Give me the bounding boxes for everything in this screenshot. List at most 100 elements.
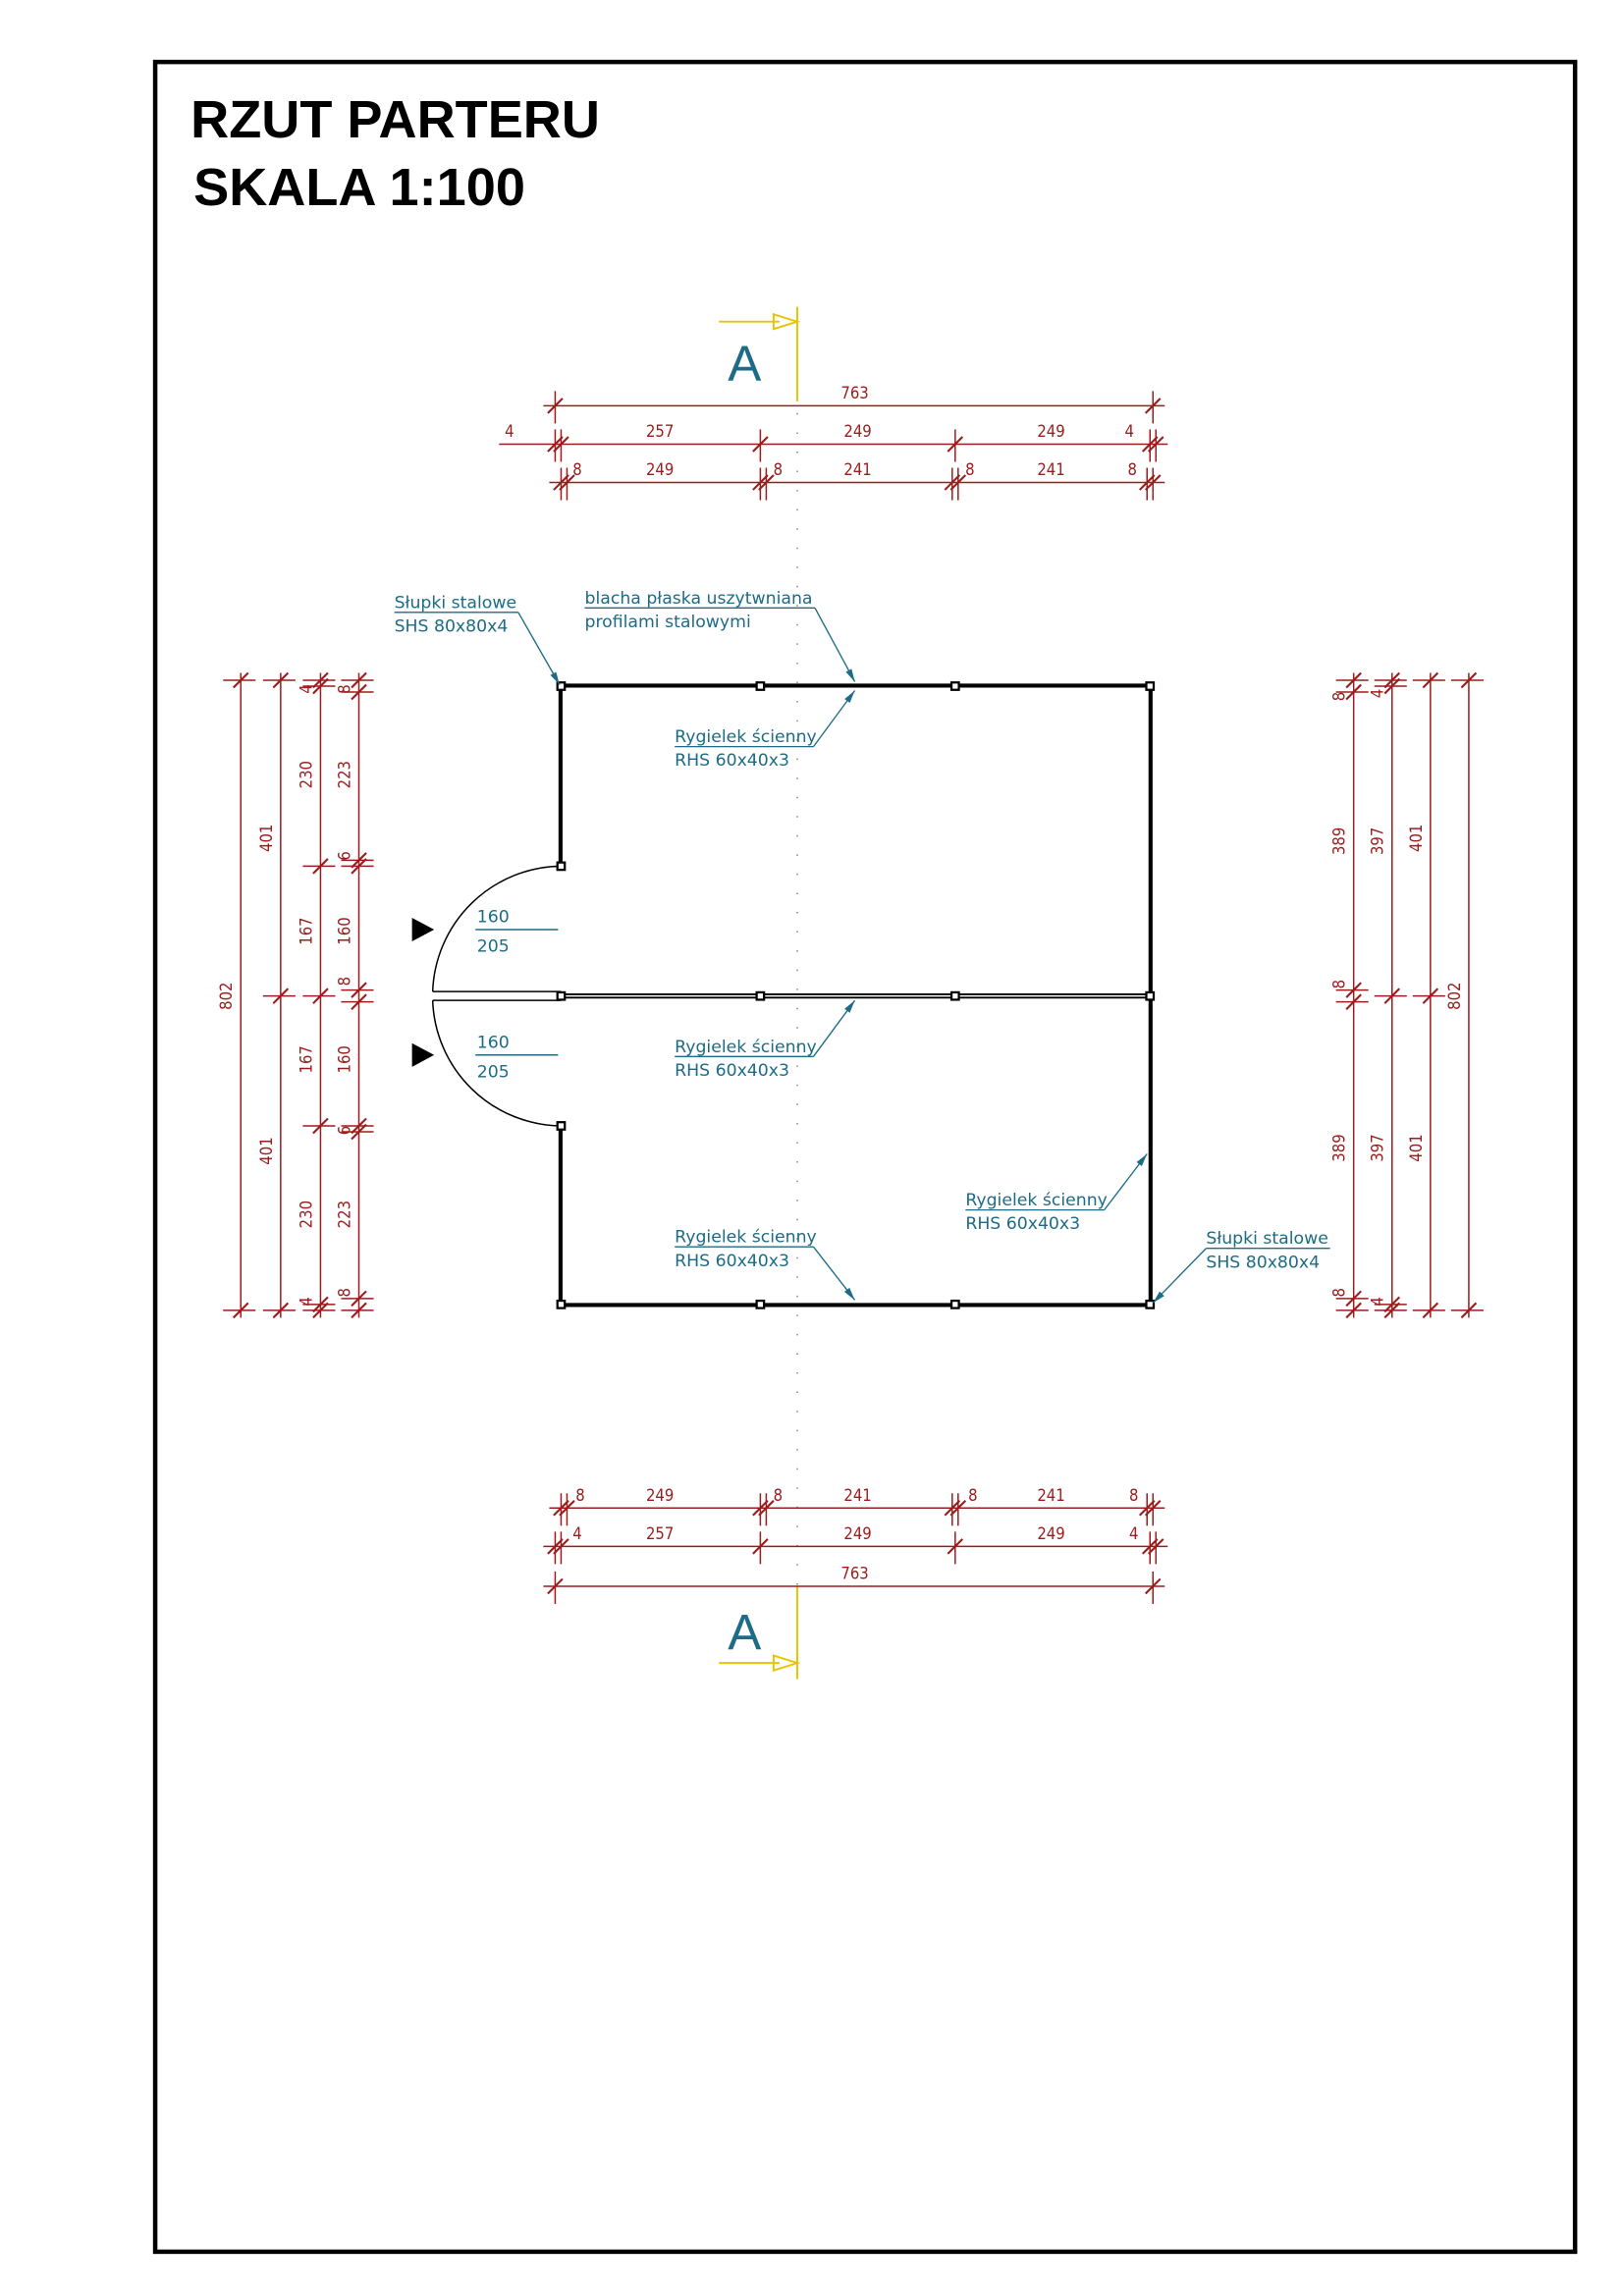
dimension-label: 4	[297, 684, 315, 693]
dimension-label: 6	[335, 1126, 353, 1135]
annotation-line2: profilami stalowymi	[585, 613, 751, 632]
annotation-line1: blacha płaska uszytwniana	[585, 589, 813, 609]
leader-arrow-icon	[843, 1287, 855, 1301]
drawing-scale: SKALA 1:100	[193, 158, 525, 217]
dimension-label: 802	[1445, 982, 1464, 1009]
annotation-line2: RHS 60x40x3	[675, 1061, 789, 1081]
annotation-line1: Rygielek ścienny	[675, 1228, 817, 1248]
dimension-label: 8	[575, 1486, 584, 1505]
annotation-line1: Słupki stalowe	[395, 593, 517, 613]
annotation-line1: Słupki stalowe	[1206, 1229, 1328, 1249]
drawing-title: RZUT PARTERU	[190, 90, 600, 149]
steel-post	[949, 990, 960, 1001]
leader-arrow-icon	[844, 690, 855, 704]
dimension-label: 223	[335, 1201, 353, 1228]
dimension-label: 160	[335, 917, 353, 944]
leader-arrow-icon	[1136, 1153, 1148, 1166]
dimension-label: 223	[335, 761, 353, 788]
door-tag: 160 205	[475, 1033, 559, 1082]
steel-post	[755, 1299, 766, 1309]
dimension-label: 249	[646, 1486, 674, 1505]
dimension-label: 389	[1330, 828, 1349, 855]
steel-posts	[556, 681, 1156, 1309]
leader-arrow-icon	[1153, 1291, 1164, 1304]
dimension-label: 249	[646, 460, 674, 479]
annotation-line1: Rygielek ścienny	[675, 727, 817, 747]
dimension-label: 160	[335, 1045, 353, 1073]
section-mark-top	[719, 306, 801, 401]
dimension-label: 8	[965, 460, 974, 479]
svg-text:205: 205	[477, 937, 510, 957]
dimension-label: 230	[297, 1201, 315, 1228]
dimension-label: 8	[1330, 980, 1349, 988]
svg-text:160: 160	[477, 908, 510, 928]
steel-post	[1145, 681, 1156, 691]
dimension-label: 8	[774, 460, 783, 479]
dimension-label: 8	[335, 977, 353, 986]
dimension-label: 8	[1330, 1288, 1349, 1297]
dimension-label: 763	[840, 384, 868, 402]
annotation-line2: SHS 80x80x4	[395, 616, 509, 636]
steel-post	[949, 1299, 960, 1309]
dimension-label: 249	[843, 422, 871, 441]
annotation-line2: RHS 60x40x3	[965, 1214, 1080, 1234]
steel-post	[556, 1121, 567, 1131]
dimension-label: 249	[1037, 1524, 1064, 1543]
dimension-label: 4	[572, 1524, 581, 1543]
section-mark-bottom	[719, 1585, 801, 1680]
dimension-label: 401	[257, 825, 276, 852]
dimension-label: 763	[840, 1564, 868, 1582]
dimension-label: 4	[1369, 689, 1387, 698]
dimension-label: 257	[646, 422, 674, 441]
dimension-label: 4	[505, 422, 514, 441]
steel-post	[1145, 990, 1156, 1001]
leader-arrow-icon	[845, 668, 855, 682]
dimension-label: 401	[1407, 825, 1426, 852]
leader-arrow-icon	[550, 671, 560, 685]
dimension-label: 8	[335, 1288, 353, 1297]
dimension-label: 241	[1037, 460, 1064, 479]
dimension-label: 4	[297, 1297, 315, 1306]
svg-text:160: 160	[477, 1033, 510, 1052]
dimension-label: 4	[1129, 1524, 1138, 1543]
annotation-line2: RHS 60x40x3	[675, 1252, 789, 1271]
dimension-label: 6	[335, 851, 353, 860]
entrance-arrow-icon	[411, 917, 435, 942]
door-swing-arc	[431, 865, 562, 992]
door-swing-arc	[431, 1000, 562, 1127]
dimension-label: 249	[843, 1524, 871, 1543]
dimension-label: 249	[1037, 422, 1064, 441]
door-tag: 160 205	[475, 908, 559, 957]
svg-text:205: 205	[477, 1062, 510, 1082]
annotation-line1: Rygielek ścienny	[675, 1038, 817, 1057]
section-label-top: A	[728, 336, 761, 392]
dimension-label: 802	[217, 982, 236, 1009]
dimension-label: 8	[572, 460, 581, 479]
steel-post	[556, 990, 567, 1001]
section-label-bottom: A	[728, 1605, 761, 1661]
leader-arrow-icon	[844, 1000, 855, 1013]
annotation-line2: SHS 80x80x4	[1206, 1253, 1320, 1272]
annotation-line1: Rygielek ścienny	[965, 1191, 1108, 1210]
dimension-label: 230	[297, 761, 315, 788]
dimension-label: 397	[1369, 1134, 1387, 1161]
dimension-label: 8	[968, 1486, 977, 1505]
dimension-label: 389	[1330, 1134, 1349, 1161]
dimension-label: 257	[646, 1524, 674, 1543]
dimension-label: 241	[843, 1486, 871, 1505]
annotation-sheet: blacha płaska uszytwniana profilami stalo…	[585, 589, 856, 682]
steel-post	[556, 1299, 567, 1309]
dimension-label: 397	[1369, 828, 1387, 855]
dimension-label: 241	[843, 460, 871, 479]
steel-post	[949, 681, 960, 691]
dimension-label: 8	[1129, 1486, 1138, 1505]
dimension-label: 4	[1124, 422, 1133, 441]
